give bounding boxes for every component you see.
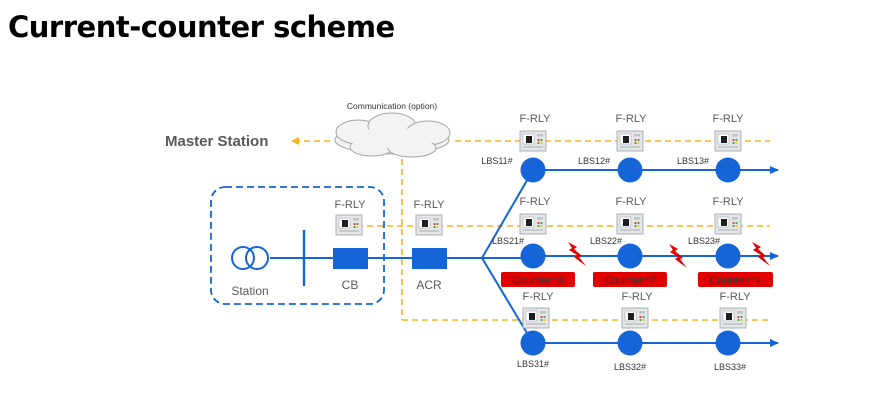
communication-label: Communication (option) <box>347 101 437 111</box>
lbs-switch-31 <box>520 330 546 356</box>
lbs-switch-12 <box>617 157 643 183</box>
lbs-label-21: LBS21# <box>492 236 524 246</box>
counter-label-1: Counter=3 <box>512 275 564 287</box>
lbs-label-23: LBS23# <box>688 236 720 246</box>
relay-device-row3-3-icon <box>719 307 747 329</box>
lbs-switch-13 <box>715 157 741 183</box>
master-station-label: Master Station <box>165 133 268 150</box>
relay-device-row2-2-icon <box>616 213 644 235</box>
communication-cloud-icon <box>334 112 451 158</box>
relay-device-row3-2-icon <box>621 307 649 329</box>
relay-device-row1-3-icon <box>714 130 742 152</box>
relay-device-row3-1-icon <box>522 307 550 329</box>
page-title: Current-counter scheme <box>8 10 395 44</box>
lbs-label-12: LBS12# <box>578 156 610 166</box>
substation-box <box>210 186 385 305</box>
main-feeder <box>270 230 482 286</box>
lbs-switch-23 <box>715 243 741 269</box>
lbs-label-32: LBS32# <box>614 362 646 372</box>
counter-badge-2: Counter=2 <box>593 272 667 287</box>
relay-label-row1-2: F-RLY <box>616 113 648 125</box>
lbs-switch-33 <box>715 330 741 356</box>
station-label: Station <box>231 284 268 298</box>
lbs-switch-22 <box>617 243 643 269</box>
acr-recloser <box>412 248 447 269</box>
counter-label-3: Counter=1 <box>709 275 761 287</box>
lbs-label-22: LBS22# <box>590 236 622 246</box>
lbs-label-33: LBS33# <box>714 362 746 372</box>
relay-label-row2-1: F-RLY <box>520 196 552 208</box>
relay-device-cb-icon <box>335 214 363 236</box>
relay-label-row3-2: F-RLY <box>622 291 654 303</box>
cb-breaker <box>333 248 368 269</box>
relay-label-row1-3: F-RLY <box>713 113 745 125</box>
transformer-icon <box>231 246 269 270</box>
relay-device-row2-1-icon <box>519 213 547 235</box>
relay-device-acr-icon <box>415 214 443 236</box>
lbs-switch-32 <box>617 330 643 356</box>
relay-device-row2-3-icon <box>714 213 742 235</box>
relay-label-row2-3: F-RLY <box>713 196 745 208</box>
relay-label-row1-1: F-RLY <box>520 113 552 125</box>
lbs-label-31: LBS31# <box>517 359 549 369</box>
counter-badge-3: Counter=1 <box>698 272 773 287</box>
relay-label-cb: F-RLY <box>335 199 367 211</box>
relay-device-row1-2-icon <box>616 130 644 152</box>
relay-label-row2-2: F-RLY <box>616 196 648 208</box>
relay-label-row3-3: F-RLY <box>720 291 752 303</box>
cb-label: CB <box>342 278 359 292</box>
fault-bolt-1-icon <box>568 242 586 266</box>
counter-label-2: Counter=2 <box>604 275 656 287</box>
lbs-switch-21 <box>520 243 546 269</box>
relay-label-row3-1: F-RLY <box>523 291 555 303</box>
lbs-switch-11 <box>520 157 546 183</box>
relay-device-row1-1-icon <box>519 130 547 152</box>
lbs-label-13: LBS13# <box>677 156 709 166</box>
acr-label: ACR <box>416 278 442 292</box>
fault-bolt-3-icon <box>752 242 770 266</box>
lbs-label-11: LBS11# <box>481 156 512 166</box>
relay-label-acr: F-RLY <box>414 199 446 211</box>
counter-badge-1: Counter=3 <box>501 272 575 287</box>
